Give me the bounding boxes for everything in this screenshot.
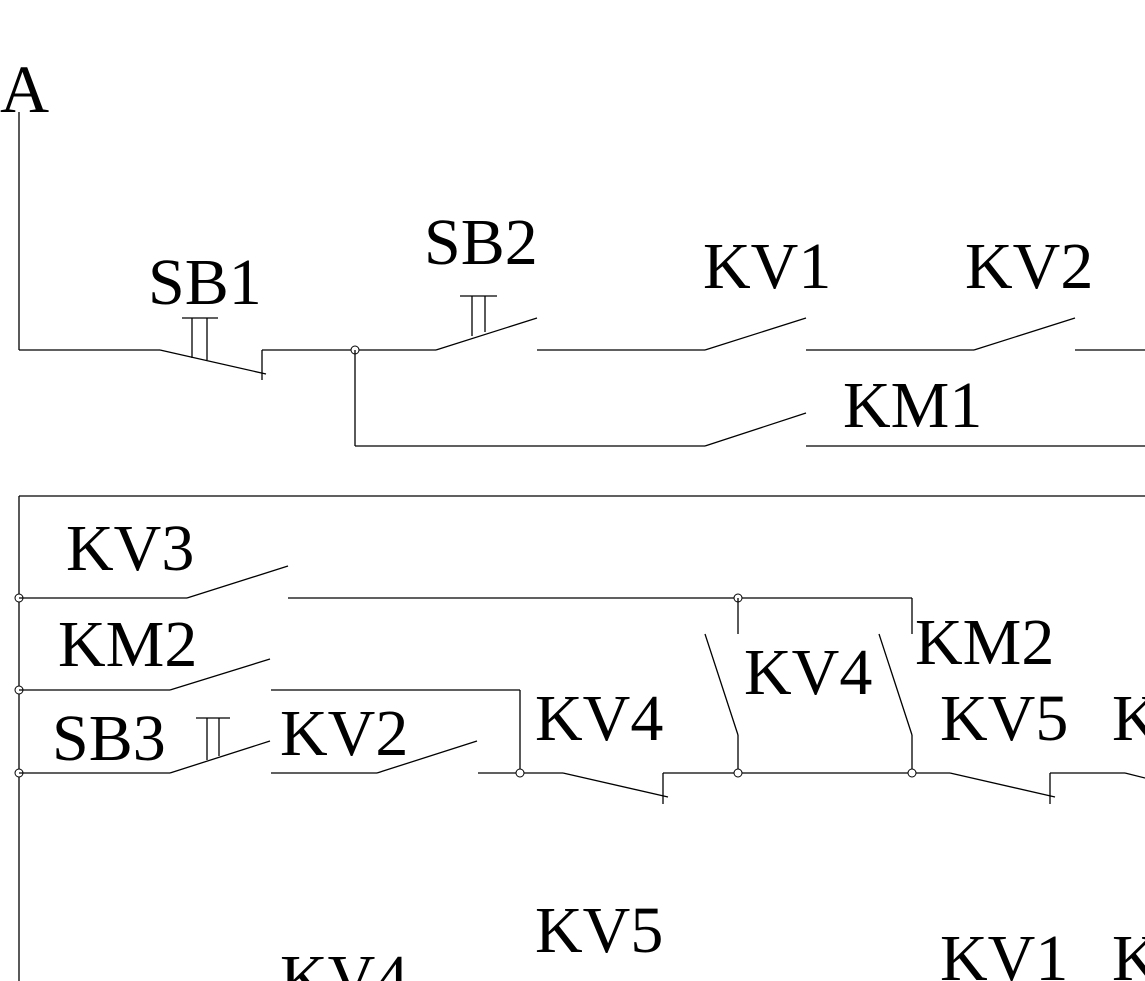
sb1-label: SB1 [148,246,262,319]
junction-node [907,768,917,778]
partial-contact-cut [1124,772,1145,779]
kv2-mid-label: KV2 [280,697,408,770]
lower-rung: KV3 KM2 SB3 KV2 KV4 [14,495,1145,981]
k-cut-bottom-label: K [1112,922,1145,981]
upper-rung: SB1 SB2 KV1 KV2 KM1 [18,112,1145,447]
km2-left-label: KM2 [58,608,197,681]
sb2-label: SB2 [424,206,538,279]
kv1-top-label: KV1 [703,230,831,303]
terminal-label-a: A [0,51,49,127]
kv1-no-contact [704,317,807,351]
kv3-no-contact [186,565,289,599]
kv1-bottom-label: KV1 [940,922,1068,981]
junction-node [515,768,525,778]
km1-label: KM1 [843,369,982,442]
km2-right-label: KM2 [915,606,1054,679]
kv2-no-contact [973,317,1076,351]
k-cut-mid-label: K [1112,682,1145,755]
sb2-no-pushbutton [435,295,538,351]
kv5-bottom-label: KV5 [535,894,663,967]
km2-left-no-contact [169,658,271,691]
kv5-mid-label: KV5 [940,682,1068,755]
kv4-bottom-label: KV4 [280,942,408,981]
km2-right-no-contact [878,633,913,773]
sb3-no-pushbutton [169,717,271,774]
kv5-nc-contact [949,772,1056,804]
kv4-branch-no-contact [704,633,739,773]
junction-node [733,768,743,778]
sb1-nc-pushbutton [159,317,267,380]
kv3-label: KV3 [66,512,194,585]
kv2-top-label: KV2 [965,230,1093,303]
kv4-series-nc-contact [562,772,669,804]
kv4-branch-label: KV4 [744,636,872,709]
km1-no-contact [704,412,807,447]
kv2-mid-no-contact [376,740,478,774]
sb3-label: SB3 [52,702,166,775]
kv4-series-label: KV4 [535,682,663,755]
